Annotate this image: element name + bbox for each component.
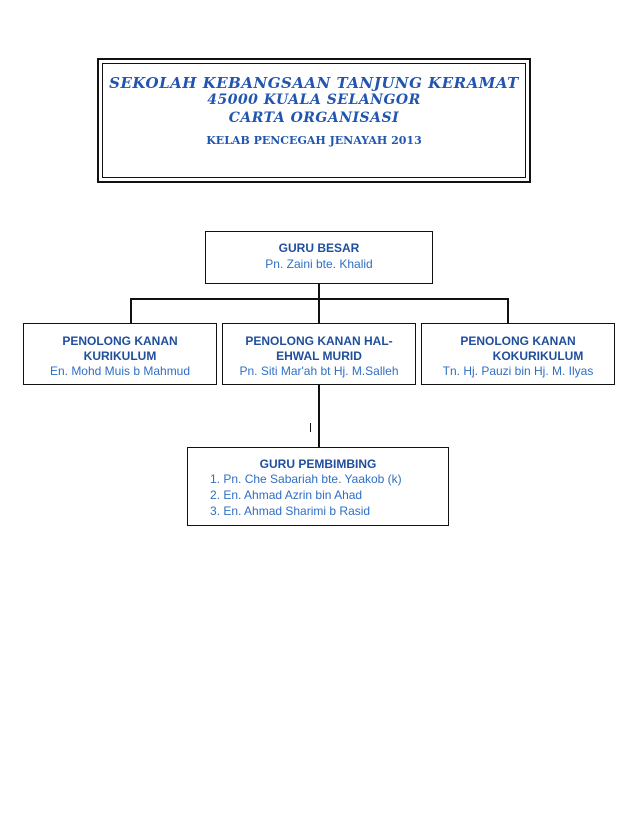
connector-left-drop [130, 298, 132, 323]
penolong-hem-title-2: EHWAL MURID [276, 349, 362, 363]
penolong-kokurikulum-title-1: PENOLONG KANAN [460, 334, 576, 348]
connector-mark [310, 423, 311, 432]
header-box: SEKOLAH KEBANGSAAN TANJUNG KERAMAT 45000… [97, 58, 531, 183]
penolong-hem-box: PENOLONG KANAN HAL- EHWAL MURID Pn. Siti… [222, 323, 416, 385]
guru-besar-name: Pn. Zaini bte. Khalid [265, 257, 373, 271]
connector-top-vertical [318, 284, 320, 299]
penolong-hem-name: Pn. Siti Mar'ah bt Hj. M.Salleh [239, 364, 399, 378]
penolong-kurikulum-title-1: PENOLONG KANAN [62, 334, 178, 348]
guru-pembimbing-title: GURU PEMBIMBING [259, 457, 377, 471]
chart-subtitle: CARTA ORGANISASI [228, 110, 400, 126]
penolong-kurikulum-name: En. Mohd Muis b Mahmud [49, 364, 191, 378]
pembimbing-member-1: 1. Pn. Che Sabariah bte. Yaakob (k) [210, 472, 402, 486]
pembimbing-member-2: 2. En. Ahmad Azrin bin Ahad [210, 488, 363, 502]
school-address: 45000 KUALA SELANGOR [207, 92, 421, 108]
guru-besar-title: GURU BESAR [278, 241, 360, 255]
penolong-kokurikulum-name: Tn. Hj. Pauzi bin Hj. M. Ilyas [442, 364, 594, 378]
pembimbing-member-3: 3. En. Ahmad Sharimi b Rasid [210, 504, 371, 518]
header-inner-border: SEKOLAH KEBANGSAAN TANJUNG KERAMAT 45000… [102, 63, 526, 178]
penolong-kokurikulum-title-2: KOKURIKULUM [492, 349, 584, 363]
penolong-kokurikulum-box: PENOLONG KANAN KOKURIKULUM Tn. Hj. Pauzi… [421, 323, 615, 385]
guru-pembimbing-box: GURU PEMBIMBING 1. Pn. Che Sabariah bte.… [187, 447, 449, 526]
penolong-hem-title-1: PENOLONG KANAN HAL- [245, 334, 393, 348]
penolong-kurikulum-title-2: KURIKULUM [83, 349, 157, 363]
connector-right-drop [507, 298, 509, 323]
connector-lower-vertical [318, 385, 320, 447]
school-name: SEKOLAH KEBANGSAAN TANJUNG KERAMAT [109, 74, 519, 92]
connector-center-drop [318, 298, 320, 323]
penolong-kurikulum-box: PENOLONG KANAN KURIKULUM En. Mohd Muis b… [23, 323, 217, 385]
guru-besar-box: GURU BESAR Pn. Zaini bte. Khalid [205, 231, 433, 284]
club-name: KELAB PENCEGAH JENAYAH 2013 [206, 134, 422, 147]
